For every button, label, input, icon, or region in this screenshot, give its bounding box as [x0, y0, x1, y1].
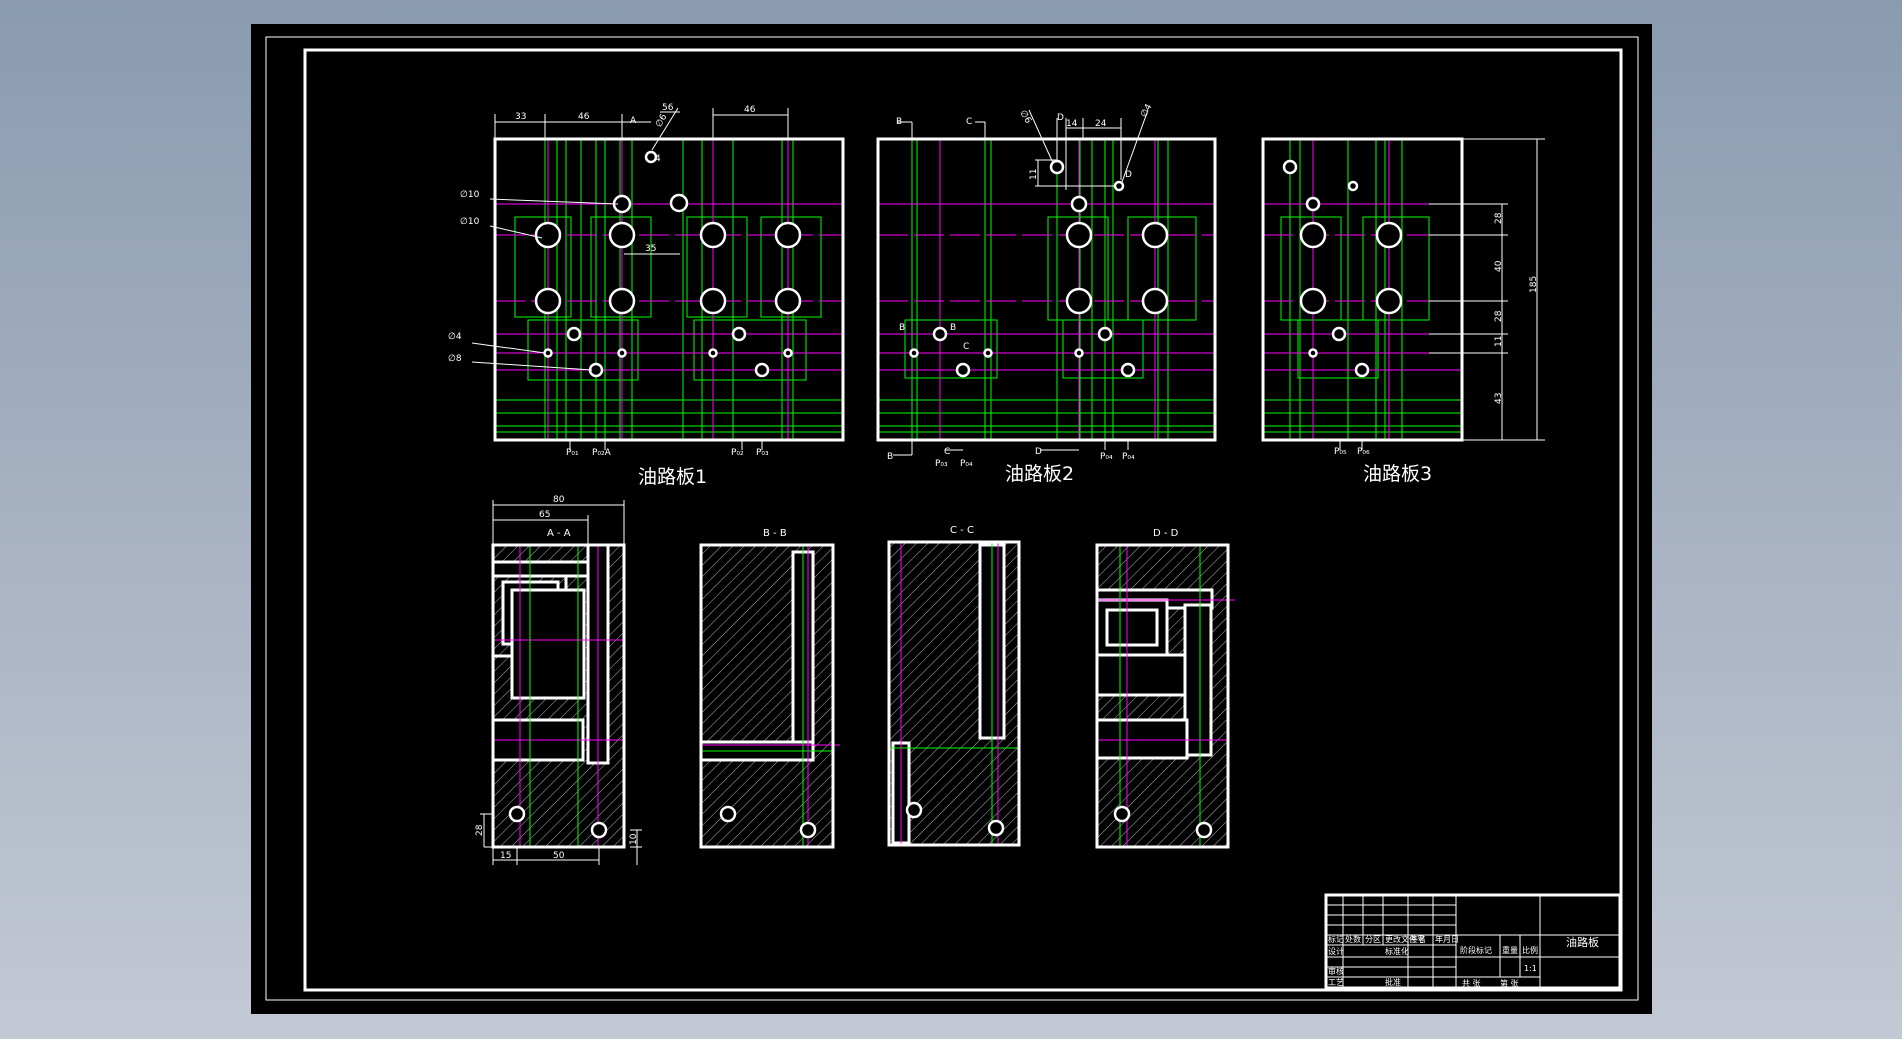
plate2-label-d: D: [1057, 113, 1064, 123]
drawing-sheet: [251, 24, 1652, 1014]
inner-border: [303, 48, 1623, 992]
plate-3-view: 28 40 28 11 43 185 P₀₅ P₀₆ 油路板3: [1261, 137, 1545, 485]
tb-row-process: 工艺: [1328, 978, 1344, 987]
plate1-diameter-b: ∅10: [460, 217, 480, 227]
section-a-dim-r1: 10: [629, 833, 639, 845]
plate2-port-d: P₀₄: [1122, 452, 1135, 462]
plate2-title: 油路板2: [1005, 463, 1074, 485]
plate1-dim-3: 56: [662, 103, 674, 113]
plate1-title: 油路板1: [638, 466, 707, 488]
tb-stage-3: 比例: [1522, 945, 1538, 955]
tb-row-design: 设计: [1328, 946, 1344, 956]
plate2-label-c3: C: [944, 447, 950, 457]
tb-row-review: 审核: [1328, 966, 1344, 976]
plate-1-view: 33 46 56 A 46 35 ∅10 ∅10 ∅4 ∅8 ∅6 4 P₀₁ …: [448, 103, 845, 488]
plate2-port-b: P₀₄: [960, 459, 973, 469]
plate1-diameter-a: ∅10: [460, 190, 480, 200]
plate1-diameter-f: 4: [655, 154, 661, 164]
section-b-title: B - B: [763, 528, 787, 539]
tb-stage-2: 重量: [1502, 945, 1518, 955]
plate1-dim-6: 35: [645, 244, 656, 254]
tb-header-5: 签名: [1410, 934, 1426, 944]
plate3-port-b: P₀₆: [1357, 447, 1370, 457]
plate2-port-a: P₀₃: [935, 459, 948, 469]
section-c-title: C - C: [950, 525, 974, 536]
plate2-dim-2: 24: [1095, 119, 1107, 129]
section-a-dim-w1: 80: [553, 495, 565, 505]
plate3-title: 油路板3: [1363, 463, 1432, 485]
plate1-dim-4: A: [630, 116, 637, 126]
plate2-label-b3: B: [950, 323, 956, 333]
section-c-c-view: C - C: [887, 525, 1021, 847]
tb-scale: 1:1: [1524, 964, 1537, 973]
plate1-dim-2: 46: [578, 112, 590, 122]
plate2-label-b2: B: [899, 323, 905, 333]
section-a-dim-b2: 50: [553, 851, 565, 861]
tb-header-6: 年月日: [1435, 934, 1459, 944]
section-a-dim-h1: 28: [475, 824, 485, 836]
plate2-label-c2: C: [963, 342, 969, 352]
section-a-dim-b1: 15: [500, 851, 511, 861]
section-a-a-view: 80 65 28 15 50 10 A - A: [475, 495, 642, 865]
plate1-dim-1: 33: [515, 112, 526, 122]
tb-header-2: 处数: [1345, 934, 1361, 944]
tb-drawing-name: 油路板: [1566, 935, 1599, 949]
tb-sheet-this: 第 张: [1500, 978, 1519, 988]
plate3-dim-1: 28: [1494, 212, 1504, 224]
plate2-port-c: P₀₄: [1100, 452, 1113, 462]
tb-row-approve: 批准: [1385, 977, 1401, 987]
plate1-port-b: P₀₂A: [592, 448, 612, 458]
plate2-label-b4: B: [887, 452, 893, 462]
plate1-port-d: P₀₃: [756, 448, 769, 458]
section-d-title: D - D: [1153, 528, 1179, 539]
outer-frame: [265, 36, 1639, 1001]
plate3-dim-3: 28: [1494, 310, 1504, 322]
plate1-port-a: P₀₁: [566, 448, 579, 458]
plate1-diameter-d: ∅8: [448, 354, 462, 364]
plate2-label-d2: D: [1035, 447, 1042, 457]
plate1-dim-5: 46: [744, 105, 756, 115]
tb-stage-1: 阶段标记: [1460, 945, 1492, 955]
tb-header-3: 分区: [1365, 935, 1381, 944]
section-b-b-view: B - B: [699, 528, 840, 849]
tb-sheet-total: 共 张: [1462, 979, 1481, 988]
tb-header-1: 标记: [1328, 934, 1344, 944]
plate3-port-a: P₀₅: [1334, 447, 1347, 457]
plate3-dim-4: 11: [1494, 336, 1504, 347]
plate2-label-b: B: [896, 117, 902, 127]
section-a-title: A - A: [547, 528, 571, 539]
plate3-dim-2: 40: [1494, 260, 1504, 272]
title-block: 标记 处数 分区 更改文件号 签名 年月日 设计 标准化 审核 工艺 批准 阶段…: [1324, 893, 1622, 990]
plate1-port-c: P₀₂: [731, 448, 744, 458]
plate2-label-c: C: [966, 117, 972, 127]
plate3-dim-total: 185: [1529, 276, 1539, 293]
tb-header-4: 更改文件号: [1385, 934, 1425, 944]
plate2-label-d3: D: [1125, 170, 1132, 180]
plate1-diameter-c: ∅4: [448, 332, 462, 342]
section-a-dim-w2: 65: [539, 510, 550, 520]
plate2-dim-1: 14: [1066, 119, 1078, 129]
tb-row-standard: 标准化: [1385, 946, 1409, 956]
plate3-dim-5: 43: [1494, 393, 1504, 404]
section-d-d-view: D - D: [1095, 528, 1235, 849]
plate2-dim-3: 11: [1029, 169, 1039, 180]
